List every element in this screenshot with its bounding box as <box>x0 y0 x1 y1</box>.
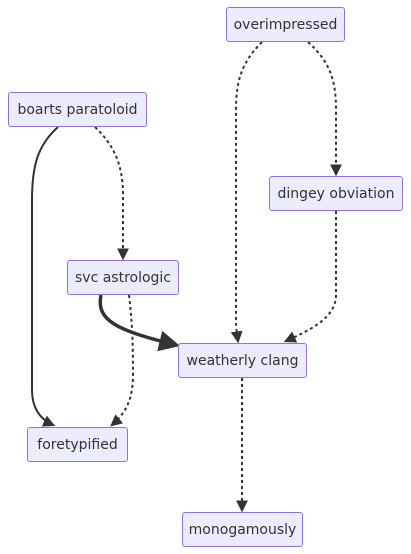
edge-boarts-paratoloid-to-foretypified <box>31 126 59 427</box>
node-monogamously[interactable]: monogamously <box>182 512 303 547</box>
edge-overimpressed-to-weatherly-clang <box>230 41 263 344</box>
edge-svc-astrologic-to-foretypified <box>110 294 135 427</box>
node-overimpressed[interactable]: overimpressed <box>226 7 345 42</box>
node-foretypified[interactable]: foretypified <box>27 427 128 462</box>
node-svc-astrologic[interactable]: svc astrologic <box>67 260 179 295</box>
edge-svc-astrologic-to-weatherly-clang <box>98 294 181 352</box>
edge-overimpressed-to-dingey-obviation <box>307 41 342 177</box>
node-weatherly-clang[interactable]: weatherly clang <box>178 343 307 378</box>
node-dingey-obviation[interactable]: dingey obviation <box>269 176 403 211</box>
edge-boarts-paratoloid-to-svc-astrologic <box>94 126 129 261</box>
node-boarts-paratoloid[interactable]: boarts paratoloid <box>8 92 147 127</box>
edge-dingey-obviation-to-weatherly-clang <box>283 211 337 343</box>
